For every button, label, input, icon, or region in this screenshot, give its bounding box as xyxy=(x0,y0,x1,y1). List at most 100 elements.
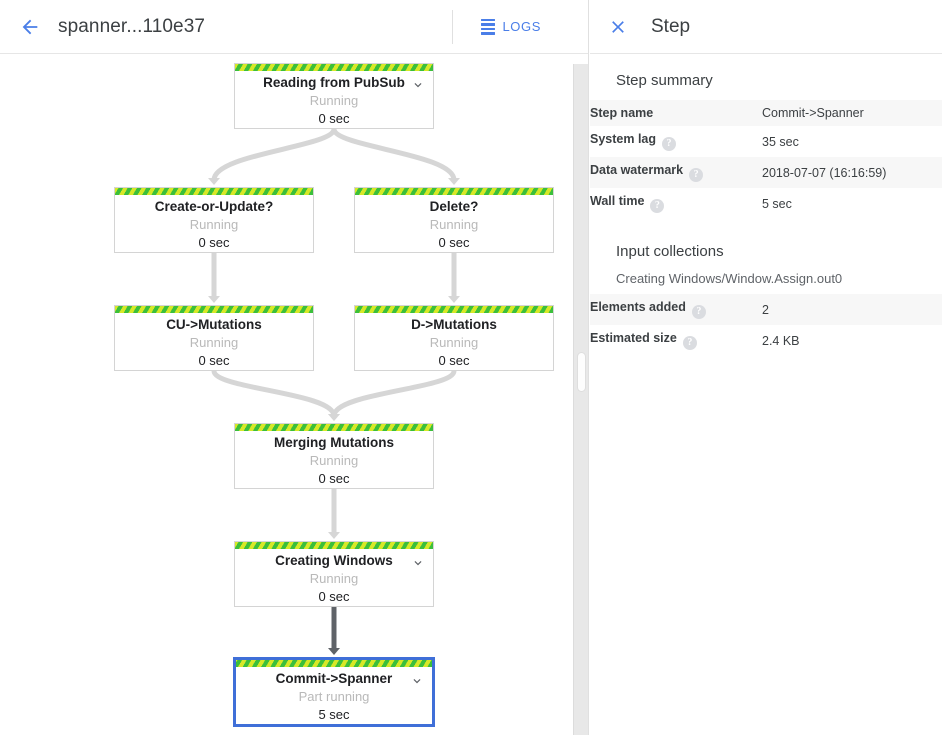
input-collections-heading: Input collections xyxy=(616,243,724,260)
graph-vertical-scrollbar[interactable] xyxy=(573,64,588,735)
job-toolbar: spanner...110e37 LOGS xyxy=(0,0,588,54)
node-time: 0 sec xyxy=(198,352,230,368)
row-key-label: Step name xyxy=(590,106,654,120)
graph-edge xyxy=(331,368,457,419)
toolbar-divider xyxy=(452,9,454,44)
chevron-down-icon[interactable] xyxy=(410,674,424,688)
help-icon[interactable]: ? xyxy=(689,168,704,182)
graph-edge-arrow xyxy=(448,178,460,185)
page-title: spanner...110e37 xyxy=(58,15,206,37)
table-row: Step name Commit->Spanner xyxy=(590,100,942,126)
help-icon[interactable]: ? xyxy=(682,336,697,350)
row-value: 2.4 KB xyxy=(762,333,800,348)
row-key: Data watermark? xyxy=(590,157,762,188)
graph-edge-arrow xyxy=(448,296,460,303)
graph-edge-arrow xyxy=(328,648,340,655)
close-icon[interactable] xyxy=(598,7,638,47)
node-body: Create-or-Update? Running 0 sec xyxy=(115,195,313,252)
node-status: Running xyxy=(309,92,359,108)
help-icon[interactable]: ? xyxy=(662,137,677,151)
table-row: Data watermark?2018-07-07 (16:16:59) xyxy=(590,157,942,188)
chevron-down-icon[interactable] xyxy=(411,556,425,570)
chevron-down-icon[interactable] xyxy=(411,78,425,92)
node-status: Running xyxy=(429,334,479,350)
node-time: 5 sec xyxy=(318,706,350,722)
input-collection-name: Creating Windows/Window.Assign.out0 xyxy=(616,271,843,286)
toolbar-actions: LOGS xyxy=(452,0,588,53)
node-status-stripe xyxy=(235,542,433,549)
row-key-label: Data watermark xyxy=(590,163,684,177)
table-row: Estimated size?2.4 KB xyxy=(590,325,942,356)
table-row: Wall time?5 sec xyxy=(590,188,942,219)
node-time: 0 sec xyxy=(198,234,230,250)
node-status: Running xyxy=(309,452,359,468)
graph-scrollbar-thumb[interactable] xyxy=(577,352,586,392)
node-name: Create-or-Update? xyxy=(154,198,274,214)
node-name: Reading from PubSub xyxy=(263,74,405,90)
graph-edge-arrow xyxy=(328,414,340,421)
step-details-pane: Step Step summary Step name Commit->Spann… xyxy=(590,0,942,735)
row-key: Step name xyxy=(590,100,762,126)
row-key: Estimated size? xyxy=(590,325,762,356)
node-time: 0 sec xyxy=(318,470,350,486)
node-time: 0 sec xyxy=(318,588,350,604)
node-status: Running xyxy=(189,216,239,232)
step-summary-heading: Step summary xyxy=(616,72,713,89)
node-status-stripe xyxy=(236,660,432,667)
node-status: Running xyxy=(189,334,239,350)
node-name: Delete? xyxy=(429,198,479,214)
node-status-stripe xyxy=(235,64,433,71)
row-key-label: Estimated size xyxy=(590,331,677,345)
logs-button[interactable]: LOGS xyxy=(471,11,551,43)
help-icon[interactable]: ? xyxy=(691,305,706,319)
graph-node-create-or-update[interactable]: Create-or-Update? Running 0 sec xyxy=(114,187,314,253)
row-value: 5 sec xyxy=(762,196,792,211)
section-spacer xyxy=(590,219,942,243)
row-value: Commit->Spanner xyxy=(762,106,864,120)
row-key-label: Wall time xyxy=(590,194,645,208)
node-name: CU->Mutations xyxy=(166,316,262,332)
help-icon[interactable]: ? xyxy=(650,199,665,213)
node-name: Creating Windows xyxy=(275,552,393,568)
logs-button-label: LOGS xyxy=(502,19,541,34)
node-status-stripe xyxy=(115,306,313,313)
row-key: Wall time? xyxy=(590,188,762,219)
table-row: Elements added?2 xyxy=(590,294,942,325)
node-name: D->Mutations xyxy=(411,316,497,332)
back-arrow-icon[interactable] xyxy=(6,3,54,51)
graph-edge xyxy=(211,368,337,419)
node-status-stripe xyxy=(235,424,433,431)
node-status: Part running xyxy=(298,688,370,704)
logs-list-icon xyxy=(481,18,496,35)
row-key-label: System lag xyxy=(590,132,657,146)
node-time: 0 sec xyxy=(438,234,470,250)
node-status-stripe xyxy=(355,306,553,313)
step-panel-header: Step xyxy=(590,0,942,54)
row-key: System lag? xyxy=(590,126,762,157)
graph-edges xyxy=(208,126,460,655)
graph-edge-arrow xyxy=(208,178,220,185)
job-graph-pane: spanner...110e37 LOGS Reading from PubSu… xyxy=(0,0,589,735)
row-value: 2 xyxy=(762,302,769,317)
graph-edge-arrow xyxy=(208,296,220,303)
node-time: 0 sec xyxy=(438,352,470,368)
graph-edge xyxy=(211,126,337,183)
